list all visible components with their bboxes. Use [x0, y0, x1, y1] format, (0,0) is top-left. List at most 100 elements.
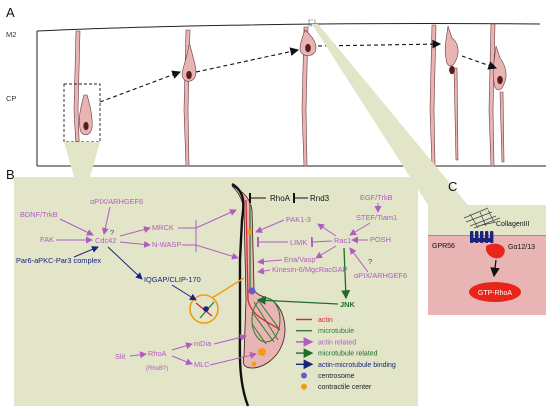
label-mlc: MLC — [194, 360, 210, 369]
panel-b: B BDNF/TrkB αPIX/ARHGEF6 ? — [6, 167, 418, 407]
legend-label: actin-microtubule binding — [318, 362, 396, 369]
legend-item: contractile center — [301, 383, 372, 391]
legend-swatch-dot — [301, 383, 307, 390]
actin-mt-binding-circle — [189, 294, 219, 324]
layer-cp-label: CP — [6, 94, 16, 103]
microtubule-cage-lines — [251, 299, 281, 345]
legend-label: microtubule — [318, 328, 354, 335]
label-nwasp: N-WASP — [152, 240, 181, 249]
arrow-apix-cdc42 — [101, 206, 111, 235]
arrow-cdc42-nwasp — [119, 240, 151, 248]
legend-item: actin-microtubule binding — [296, 359, 396, 370]
legend-item: actin related — [296, 336, 356, 347]
binding-blue-dot — [203, 306, 209, 312]
legend-label: microtubule related — [318, 351, 378, 358]
collagen-fiber-lines — [463, 207, 501, 229]
legend-swatch-dot — [301, 372, 307, 379]
migration-arrow-2 — [195, 47, 300, 73]
arrow-par-cdc42 — [73, 246, 99, 258]
panel-a: A M2 CP — [6, 5, 546, 167]
label-stef: STEF/Tiam1 — [356, 213, 397, 222]
legend-item: microtubule related — [296, 348, 378, 359]
arrow-cdc42-iqgap — [107, 246, 143, 280]
label-pak: PAK1-3 — [286, 215, 311, 224]
neuron-3-body — [299, 29, 317, 56]
left-pathway-arrows — [56, 206, 257, 366]
migrating-neurons — [78, 19, 507, 163]
arrow-rac1-pak — [317, 223, 337, 237]
contractile-dot-lower — [251, 361, 257, 367]
radial-glia-fibers — [73, 23, 496, 167]
zoom-box-small — [308, 19, 316, 27]
label-rac1: Rac1 — [334, 236, 351, 245]
radial-fiber-5 — [488, 23, 496, 167]
label-mrck: MRCK — [152, 223, 174, 232]
arrow-iqgap-binding — [171, 284, 197, 301]
neuron-stage-3 — [299, 19, 317, 56]
neuron-1-nucleus — [83, 121, 89, 131]
contractile-dot-upper — [247, 229, 253, 235]
collagen-fibers — [463, 207, 501, 229]
legend-item: microtubule — [296, 328, 354, 335]
arrow-slit-rhoa — [129, 351, 147, 359]
label-rnd3: Rnd3 — [310, 194, 330, 203]
arrow-mlc-contractile — [209, 351, 257, 366]
migration-arrow-4 — [461, 55, 498, 70]
legend-label: contractile center — [318, 384, 372, 391]
label-par-complex: Par6-aPKC-Par3 complex — [16, 256, 101, 265]
centrosome-dot — [248, 287, 256, 295]
panel-b-letter: B — [6, 167, 15, 182]
arrow-bdnf-cdc42 — [59, 218, 94, 236]
arrow-cdc42-mrck — [119, 226, 151, 237]
panel-c: C CollagenIII GPR56 Gα12/13 GTP-RhoA — [428, 179, 546, 315]
legend-label: centrosome — [318, 373, 355, 380]
arrow-rhoa-mdia — [171, 342, 193, 351]
neuron-stage-5 — [492, 45, 507, 163]
label-rhoa-right: RhoA — [270, 194, 291, 203]
label-slit: Slit — [115, 352, 125, 361]
arrow-mdia-cell — [213, 334, 247, 345]
neuron-4-axon — [453, 67, 459, 161]
pial-surface-line — [36, 23, 541, 32]
label-collagen: CollagenIII — [496, 221, 530, 228]
label-egf: EGF/TrkB — [360, 193, 393, 202]
arrow-jnk-cell — [256, 295, 339, 305]
legend-item: actin — [296, 317, 333, 324]
label-question-left: ? — [110, 228, 114, 237]
label-cdc42: Cdc42 — [95, 236, 116, 245]
label-gtp-rhoa: GTP-RhoA — [478, 290, 513, 297]
arrow-g1213-gtp — [490, 259, 500, 278]
label-rhoa-left: RhoA — [148, 349, 167, 358]
neuron-stage-4 — [444, 25, 459, 161]
layer-m2-label: M2 — [6, 30, 16, 39]
label-posh: POSH — [370, 235, 391, 244]
label-question-right: ? — [368, 257, 372, 266]
label-jnk: JNK — [340, 300, 355, 309]
arrow-pak-cell — [255, 219, 285, 233]
arrow-apix-rac1 — [349, 247, 369, 273]
neuron-stage-1 — [78, 94, 93, 136]
migration-arrow-3 — [317, 39, 442, 49]
arrow-rac1-jnk — [341, 247, 351, 300]
panel-a-letter: A — [6, 5, 15, 20]
neuron-4-body — [444, 25, 459, 67]
legend-item: centrosome — [301, 372, 355, 380]
neuron-1-body — [78, 94, 93, 136]
g1213-protein — [486, 243, 505, 259]
gtp-rhoa-oval — [469, 282, 521, 302]
neuron-2-nucleus — [186, 70, 192, 80]
arrow-rac1-ena — [315, 245, 337, 259]
label-mdia: mDia — [194, 339, 212, 348]
panel-c-letter: C — [448, 179, 457, 194]
panel-b-background — [14, 177, 418, 406]
left-pathway: BDNF/TrkB αPIX/ARHGEF6 ? FAK Cdc42 MRCK … — [16, 197, 212, 372]
gpr56-receptor — [470, 231, 494, 243]
label-kinesin: Kinesin-6/MgcRacGAP — [272, 265, 348, 274]
migration-arrow-1 — [99, 70, 182, 103]
label-iqgap: IQGAP/CLIP-170 — [144, 275, 201, 284]
inhibit-rac1-limk — [310, 236, 333, 248]
radial-fiber-3 — [301, 26, 309, 167]
actin-red-line — [245, 199, 281, 331]
cell-membrane-black — [231, 182, 250, 407]
